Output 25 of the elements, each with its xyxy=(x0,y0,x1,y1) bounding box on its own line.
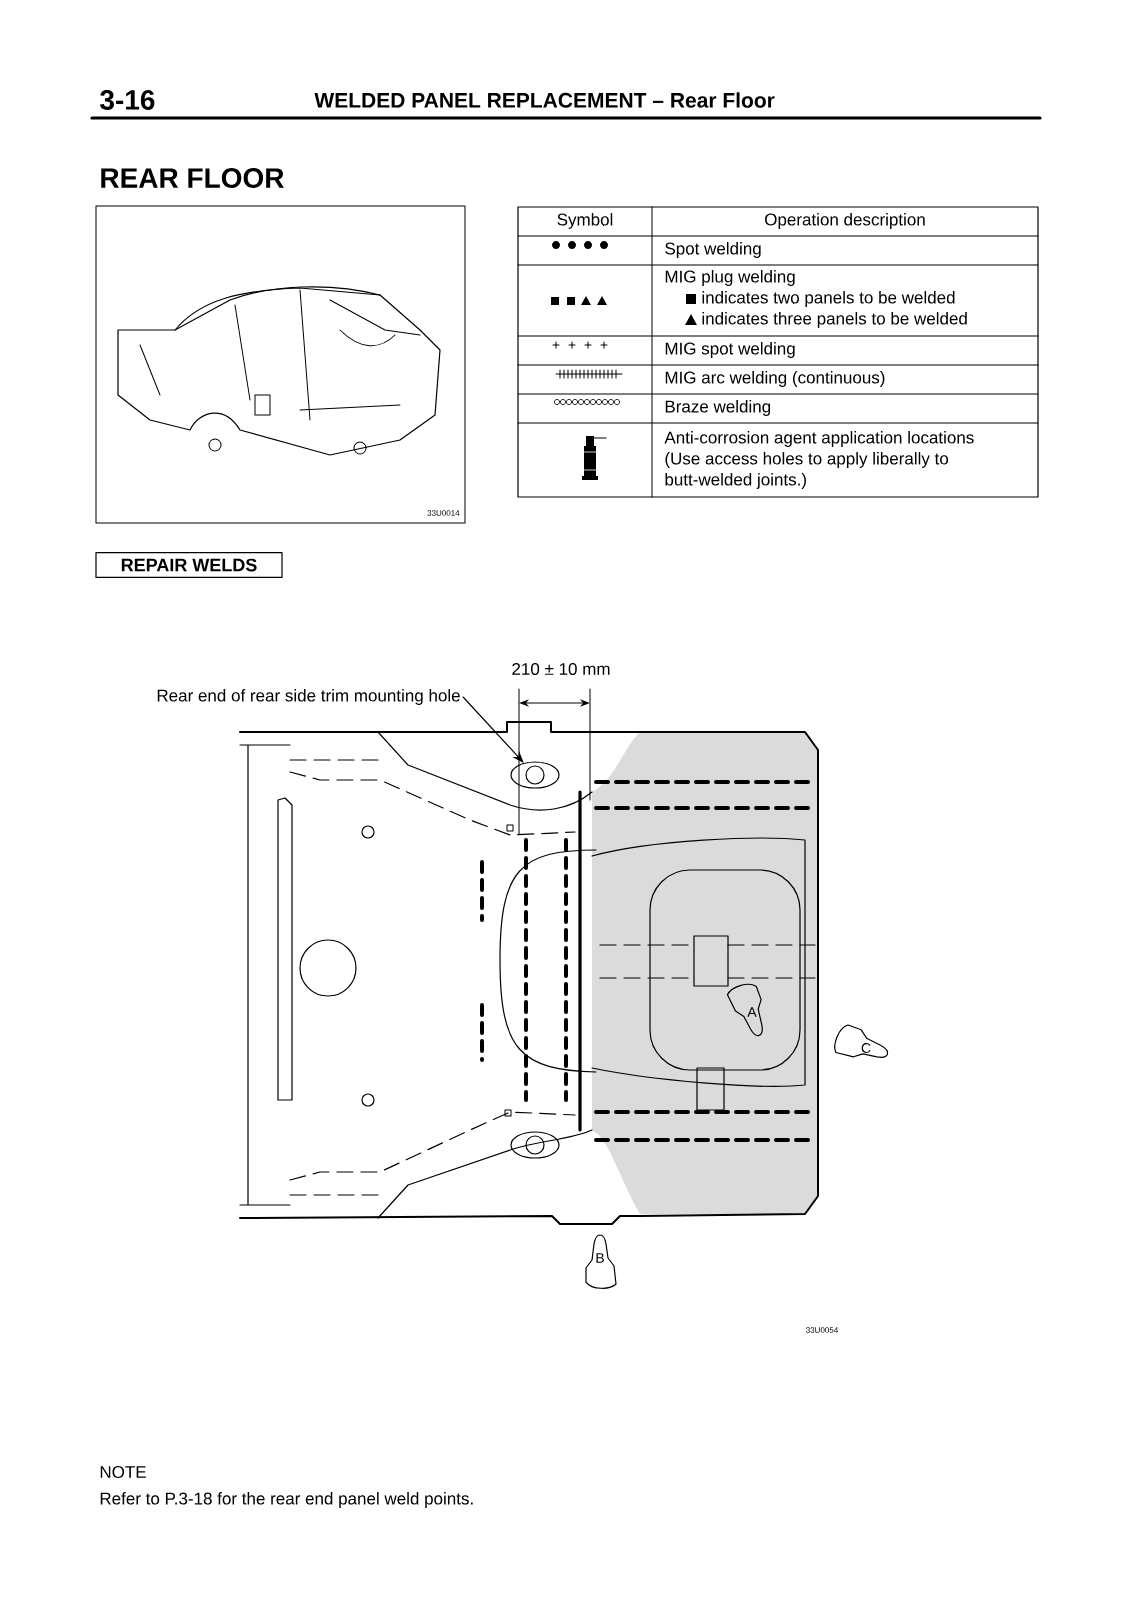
section-tag: REPAIR WELDS xyxy=(95,552,283,578)
dimension-label: 210 ± 10 mm xyxy=(512,663,610,675)
view-letter: C xyxy=(861,1043,871,1053)
note-heading: NOTE xyxy=(100,1466,146,1478)
table-cell: MIG plug welding xyxy=(665,270,795,286)
title: REAR FLOOR xyxy=(101,168,284,188)
page-number: 3-16 xyxy=(100,90,155,110)
callout-text: Rear end of rear side trim mounting hole xyxy=(157,689,460,705)
table-cell: MIG arc welding (continuous) xyxy=(665,371,885,387)
table-cell: Anti-corrosion agent application locations (Use access holes to apply liberally to butt-welded joints.) xyxy=(664,431,974,489)
leader-line xyxy=(462,696,524,763)
table-header: Operation description xyxy=(765,213,925,229)
view-letter: B xyxy=(596,1253,604,1263)
note-text: Refer to P.3-18 for the rear end panel weld points. xyxy=(100,1492,473,1508)
figure-code: 33U0014 xyxy=(427,510,460,516)
table-cell: Braze welding xyxy=(665,400,771,416)
mounting-hole xyxy=(510,761,560,789)
figure-code: 33U0054 xyxy=(806,1327,838,1333)
table-header: Symbol xyxy=(557,213,613,229)
table-cell: indicates three panels to be welded xyxy=(702,312,967,328)
running-header: WELDED PANEL REPLACEMENT – Rear Floor xyxy=(314,92,775,108)
table-cell: indicates two panels to be welded xyxy=(702,291,955,307)
view-letter: A xyxy=(747,1007,757,1017)
table-cell: Spot welding xyxy=(665,242,761,258)
table-cell: MIG spot welding xyxy=(665,342,795,358)
